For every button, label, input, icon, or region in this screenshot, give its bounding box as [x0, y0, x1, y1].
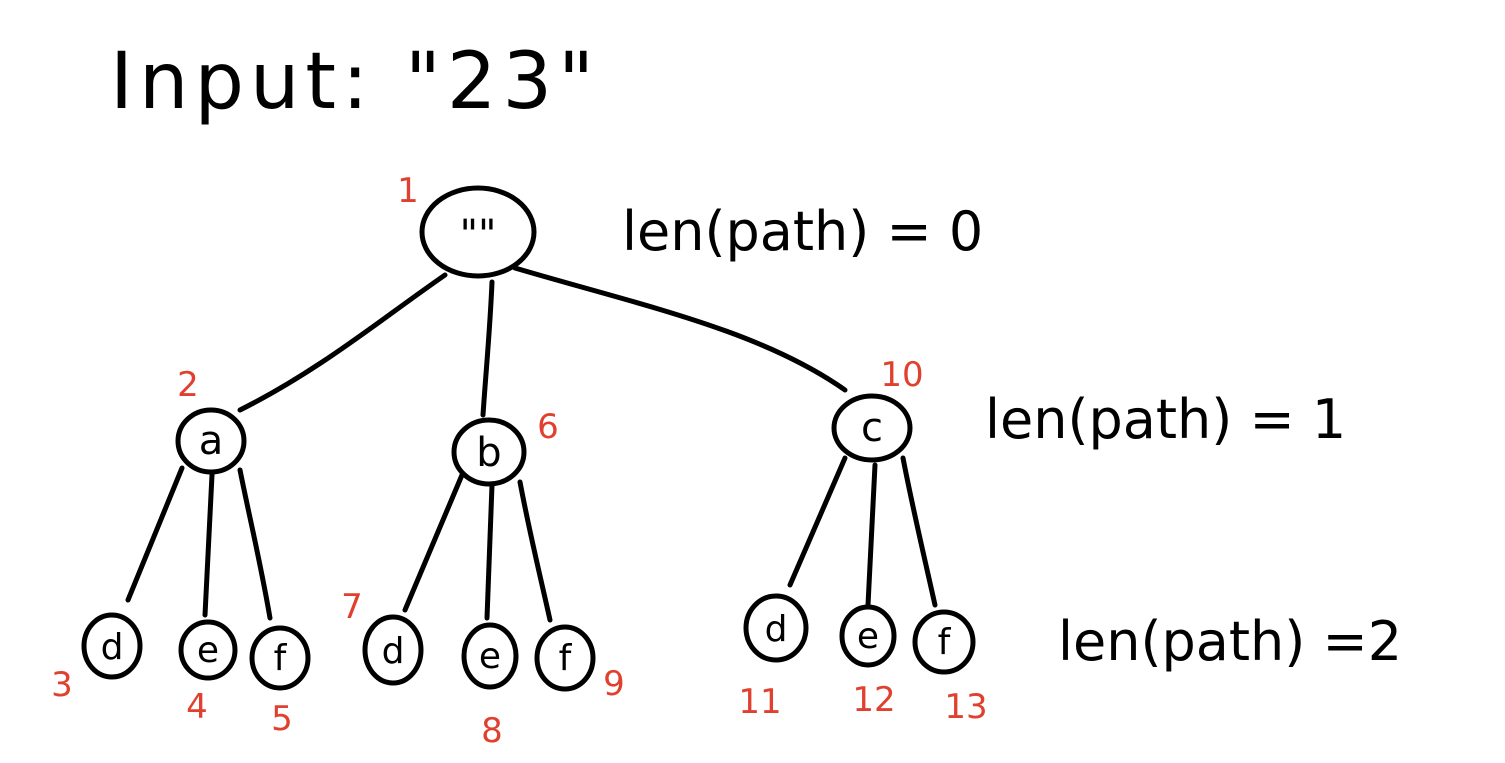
level-label-2: len(path) =2	[1058, 610, 1402, 673]
node-b-d-label: d	[382, 631, 405, 672]
node-c-e-label: e	[857, 616, 879, 657]
node-a-label: a	[199, 418, 224, 464]
edge-c-e	[865, 462, 878, 608]
node-a-d	[81, 612, 143, 680]
order-a-e: 4	[186, 687, 208, 727]
edge-c-d	[787, 455, 848, 588]
edge-a-e	[202, 472, 215, 618]
order-c-d: 11	[738, 682, 781, 722]
node-a-d-label: d	[101, 627, 124, 668]
level-label-1: len(path) = 1	[985, 388, 1346, 451]
edge-root-c	[512, 265, 848, 393]
edge-b-f	[517, 479, 553, 623]
node-c-d	[743, 593, 809, 663]
order-b: 6	[537, 407, 559, 447]
diagram-title: Input: "23"	[110, 37, 600, 127]
level-label-0: len(path) = 0	[622, 200, 983, 263]
node-b-e-label: e	[479, 636, 501, 677]
edge-c-f	[900, 455, 938, 608]
node-root	[419, 185, 537, 279]
order-c: 10	[880, 355, 923, 395]
node-root-label: ""	[460, 212, 497, 258]
order-a-f: 5	[271, 699, 293, 739]
edge-b-d	[402, 472, 465, 613]
order-b-e: 8	[481, 711, 503, 751]
node-b-label: b	[476, 430, 501, 476]
edge-a-d	[125, 465, 185, 603]
edge-root-a	[237, 272, 448, 413]
edge-root-b	[480, 279, 495, 418]
node-a-e-label: e	[197, 630, 219, 671]
node-c-f	[912, 609, 976, 675]
node-c-f-label: f	[938, 622, 952, 663]
order-b-f: 9	[603, 664, 625, 704]
order-a-d: 3	[51, 665, 73, 705]
node-a-f	[249, 625, 311, 691]
order-root: 1	[397, 171, 419, 211]
node-c-e	[839, 604, 897, 668]
node-a-f-label: f	[274, 638, 288, 679]
node-a	[175, 407, 247, 475]
node-b	[451, 417, 527, 487]
edge-b-e	[484, 482, 495, 621]
node-b-d	[362, 614, 424, 686]
edge-a-f	[237, 467, 273, 621]
order-a: 2	[177, 365, 199, 405]
node-a-e	[178, 619, 238, 681]
node-c-d-label: d	[765, 609, 788, 650]
order-c-f: 13	[944, 687, 987, 727]
order-b-d: 7	[341, 587, 363, 627]
node-b-f	[534, 624, 596, 692]
node-c	[831, 393, 913, 463]
node-c-label: c	[861, 405, 883, 451]
order-c-e: 12	[852, 680, 895, 720]
node-b-e	[461, 622, 519, 690]
node-b-f-label: f	[559, 638, 573, 679]
